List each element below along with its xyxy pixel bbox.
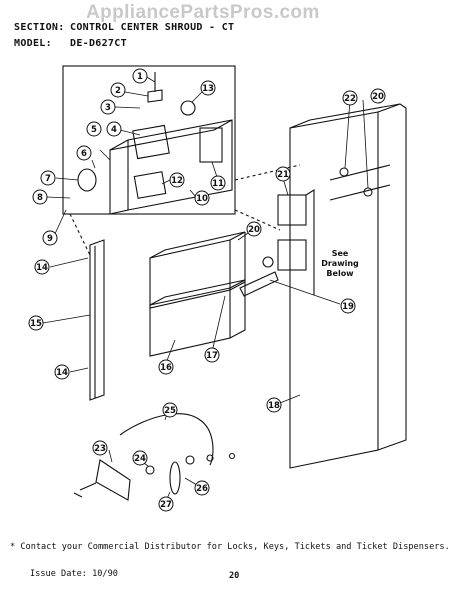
svg-text:2: 2 xyxy=(115,86,121,96)
callout-10: 10 xyxy=(194,190,210,206)
callout-27: 27 xyxy=(158,496,174,512)
watermark: AppliancePartsPros.com xyxy=(86,2,320,23)
svg-text:13: 13 xyxy=(202,84,214,94)
shroud-lower xyxy=(149,279,246,357)
svg-text:25: 25 xyxy=(164,406,176,416)
svg-text:10: 10 xyxy=(196,194,208,204)
svg-text:14: 14 xyxy=(56,368,68,378)
see-note-line3: Below xyxy=(326,269,354,278)
callout-16: 16 xyxy=(158,359,174,375)
svg-text:14: 14 xyxy=(36,263,48,273)
svg-text:4: 4 xyxy=(111,125,117,135)
callout-20-top: 20 xyxy=(370,88,386,104)
callout-14-lower: 14 xyxy=(54,364,70,380)
svg-text:1: 1 xyxy=(137,72,143,82)
callout-23: 23 xyxy=(92,440,108,456)
callout-9: 9 xyxy=(42,230,58,246)
model-value: DE-D627CT xyxy=(70,38,127,49)
svg-text:26: 26 xyxy=(196,484,208,494)
svg-text:21: 21 xyxy=(277,170,289,180)
callout-11: 11 xyxy=(210,175,226,191)
svg-text:27: 27 xyxy=(160,500,172,510)
svg-text:3: 3 xyxy=(105,103,111,113)
inset-box xyxy=(62,65,236,215)
callout-24: 24 xyxy=(132,450,148,466)
see-note-line2: Drawing xyxy=(321,259,359,268)
svg-text:24: 24 xyxy=(134,454,146,464)
svg-text:15: 15 xyxy=(30,319,42,329)
svg-text:9: 9 xyxy=(47,234,53,244)
callout-25: 25 xyxy=(162,402,178,418)
callout-21: 21 xyxy=(275,166,291,182)
callout-8: 8 xyxy=(32,189,48,205)
model-label: MODEL: xyxy=(14,38,52,49)
svg-text:11: 11 xyxy=(212,179,224,189)
callout-1: 1 xyxy=(132,68,148,84)
issue-date: Issue Date: 10/90 xyxy=(30,569,118,579)
callout-15: 15 xyxy=(28,315,44,331)
callout-3: 3 xyxy=(100,99,116,115)
callout-22: 22 xyxy=(342,90,358,106)
svg-text:18: 18 xyxy=(268,401,280,411)
svg-text:22: 22 xyxy=(344,94,356,104)
callout-12: 12 xyxy=(169,172,185,188)
callout-14-upper: 14 xyxy=(34,259,50,275)
svg-text:20: 20 xyxy=(248,225,260,235)
mounting-rail xyxy=(89,239,105,401)
section-value: CONTROL CENTER SHROUD - CT xyxy=(70,22,235,33)
svg-text:23: 23 xyxy=(94,444,106,454)
svg-text:5: 5 xyxy=(91,125,97,135)
svg-text:12: 12 xyxy=(171,176,183,186)
control-bracket xyxy=(109,139,129,215)
svg-text:17: 17 xyxy=(206,351,218,361)
callout-17: 17 xyxy=(204,347,220,363)
callout-6: 6 xyxy=(76,145,92,161)
callout-18: 18 xyxy=(266,397,282,413)
footnote: * Contact your Commercial Distributor fo… xyxy=(10,542,450,552)
callout-2: 2 xyxy=(110,82,126,98)
svg-text:20: 20 xyxy=(372,92,384,102)
callout-7: 7 xyxy=(40,170,56,186)
see-note-line1: See xyxy=(332,249,349,258)
callout-19: 19 xyxy=(340,298,356,314)
svg-text:6: 6 xyxy=(81,149,87,159)
svg-text:7: 7 xyxy=(45,174,51,184)
control-plate xyxy=(127,119,233,211)
page-number: 20 xyxy=(229,571,240,581)
svg-text:8: 8 xyxy=(37,193,43,203)
callout-26: 26 xyxy=(194,480,210,496)
side-panel xyxy=(289,111,379,469)
callout-4: 4 xyxy=(106,121,122,137)
callout-20-middle: 20 xyxy=(246,221,262,237)
shroud-upper xyxy=(149,231,246,309)
callout-13: 13 xyxy=(200,80,216,96)
section-label: SECTION: xyxy=(14,22,65,33)
callout-5: 5 xyxy=(86,121,102,137)
svg-text:19: 19 xyxy=(342,302,354,312)
svg-text:16: 16 xyxy=(160,363,172,373)
